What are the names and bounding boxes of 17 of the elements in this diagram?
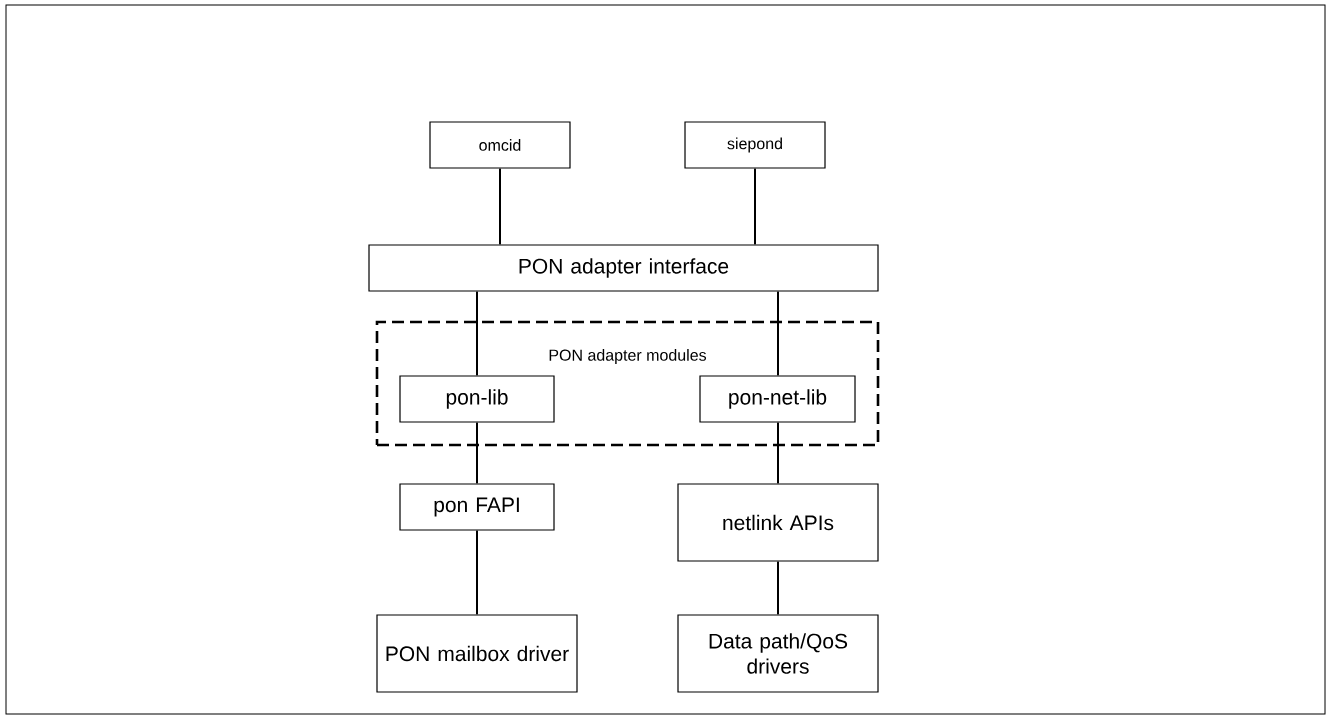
connector-line (777, 560, 779, 616)
connector-line (476, 290, 478, 377)
connector-line (777, 290, 779, 377)
connector-line (476, 421, 478, 485)
process-box: PON adapter interface (368, 244, 879, 292)
process-box: pon-net-lib (699, 375, 856, 423)
process-box: pon FAPI (399, 483, 555, 531)
connector-line (777, 421, 779, 485)
process-box: Data path/QoS drivers (677, 614, 879, 693)
process-box: pon-lib (399, 375, 555, 423)
process-box: siepond (684, 121, 826, 169)
connector-line (499, 167, 501, 246)
process-box: PON mailbox driver (376, 614, 578, 693)
process-box: netlink APIs (677, 483, 879, 562)
connector-line (754, 167, 756, 246)
connector-line (476, 529, 478, 616)
process-box: omcid (429, 121, 571, 169)
